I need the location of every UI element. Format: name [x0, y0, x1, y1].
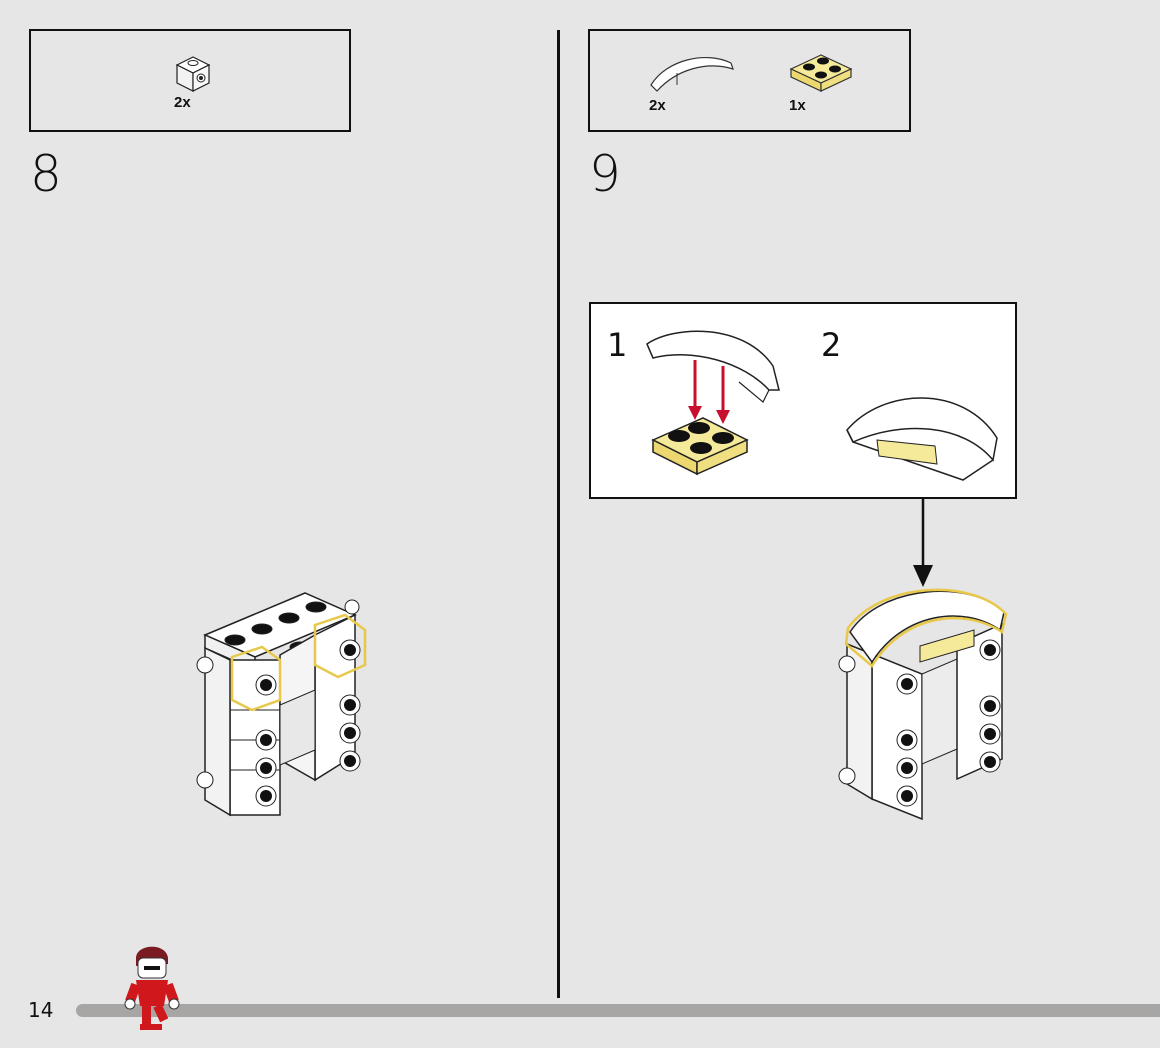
step-divider: [557, 30, 560, 998]
minifigure-progress-marker-icon: [124, 946, 180, 1030]
assembly-arrow: [913, 499, 933, 587]
page-number: 14: [28, 998, 54, 1022]
white-curved-slope-icon: [650, 56, 734, 92]
yellow-plate-qty: 1x: [789, 97, 806, 114]
white-1x1-brick-side-stud-icon: [175, 56, 211, 92]
step-9-parts-callout: 2x 1x: [588, 29, 911, 132]
step-9-subassembly-box: 1 2: [589, 302, 1017, 499]
step-8-parts-callout: 2x: [29, 29, 351, 132]
substep-1-illustration: [646, 330, 780, 476]
step-8-part-qty: 2x: [174, 94, 191, 111]
substep-2-number: 2: [821, 326, 842, 364]
step-8-number: 8: [30, 145, 62, 203]
step-9-model-illustration: [838, 588, 1008, 821]
yellow-2x2-plate-icon: [789, 54, 853, 92]
substep-1-number: 1: [607, 326, 628, 364]
step-8-model-illustration: [196, 592, 367, 817]
progress-bar: [76, 1004, 1160, 1017]
curved-slope-qty: 2x: [649, 97, 666, 114]
step-9-number: 9: [589, 145, 621, 203]
substep-2-illustration: [846, 397, 998, 481]
